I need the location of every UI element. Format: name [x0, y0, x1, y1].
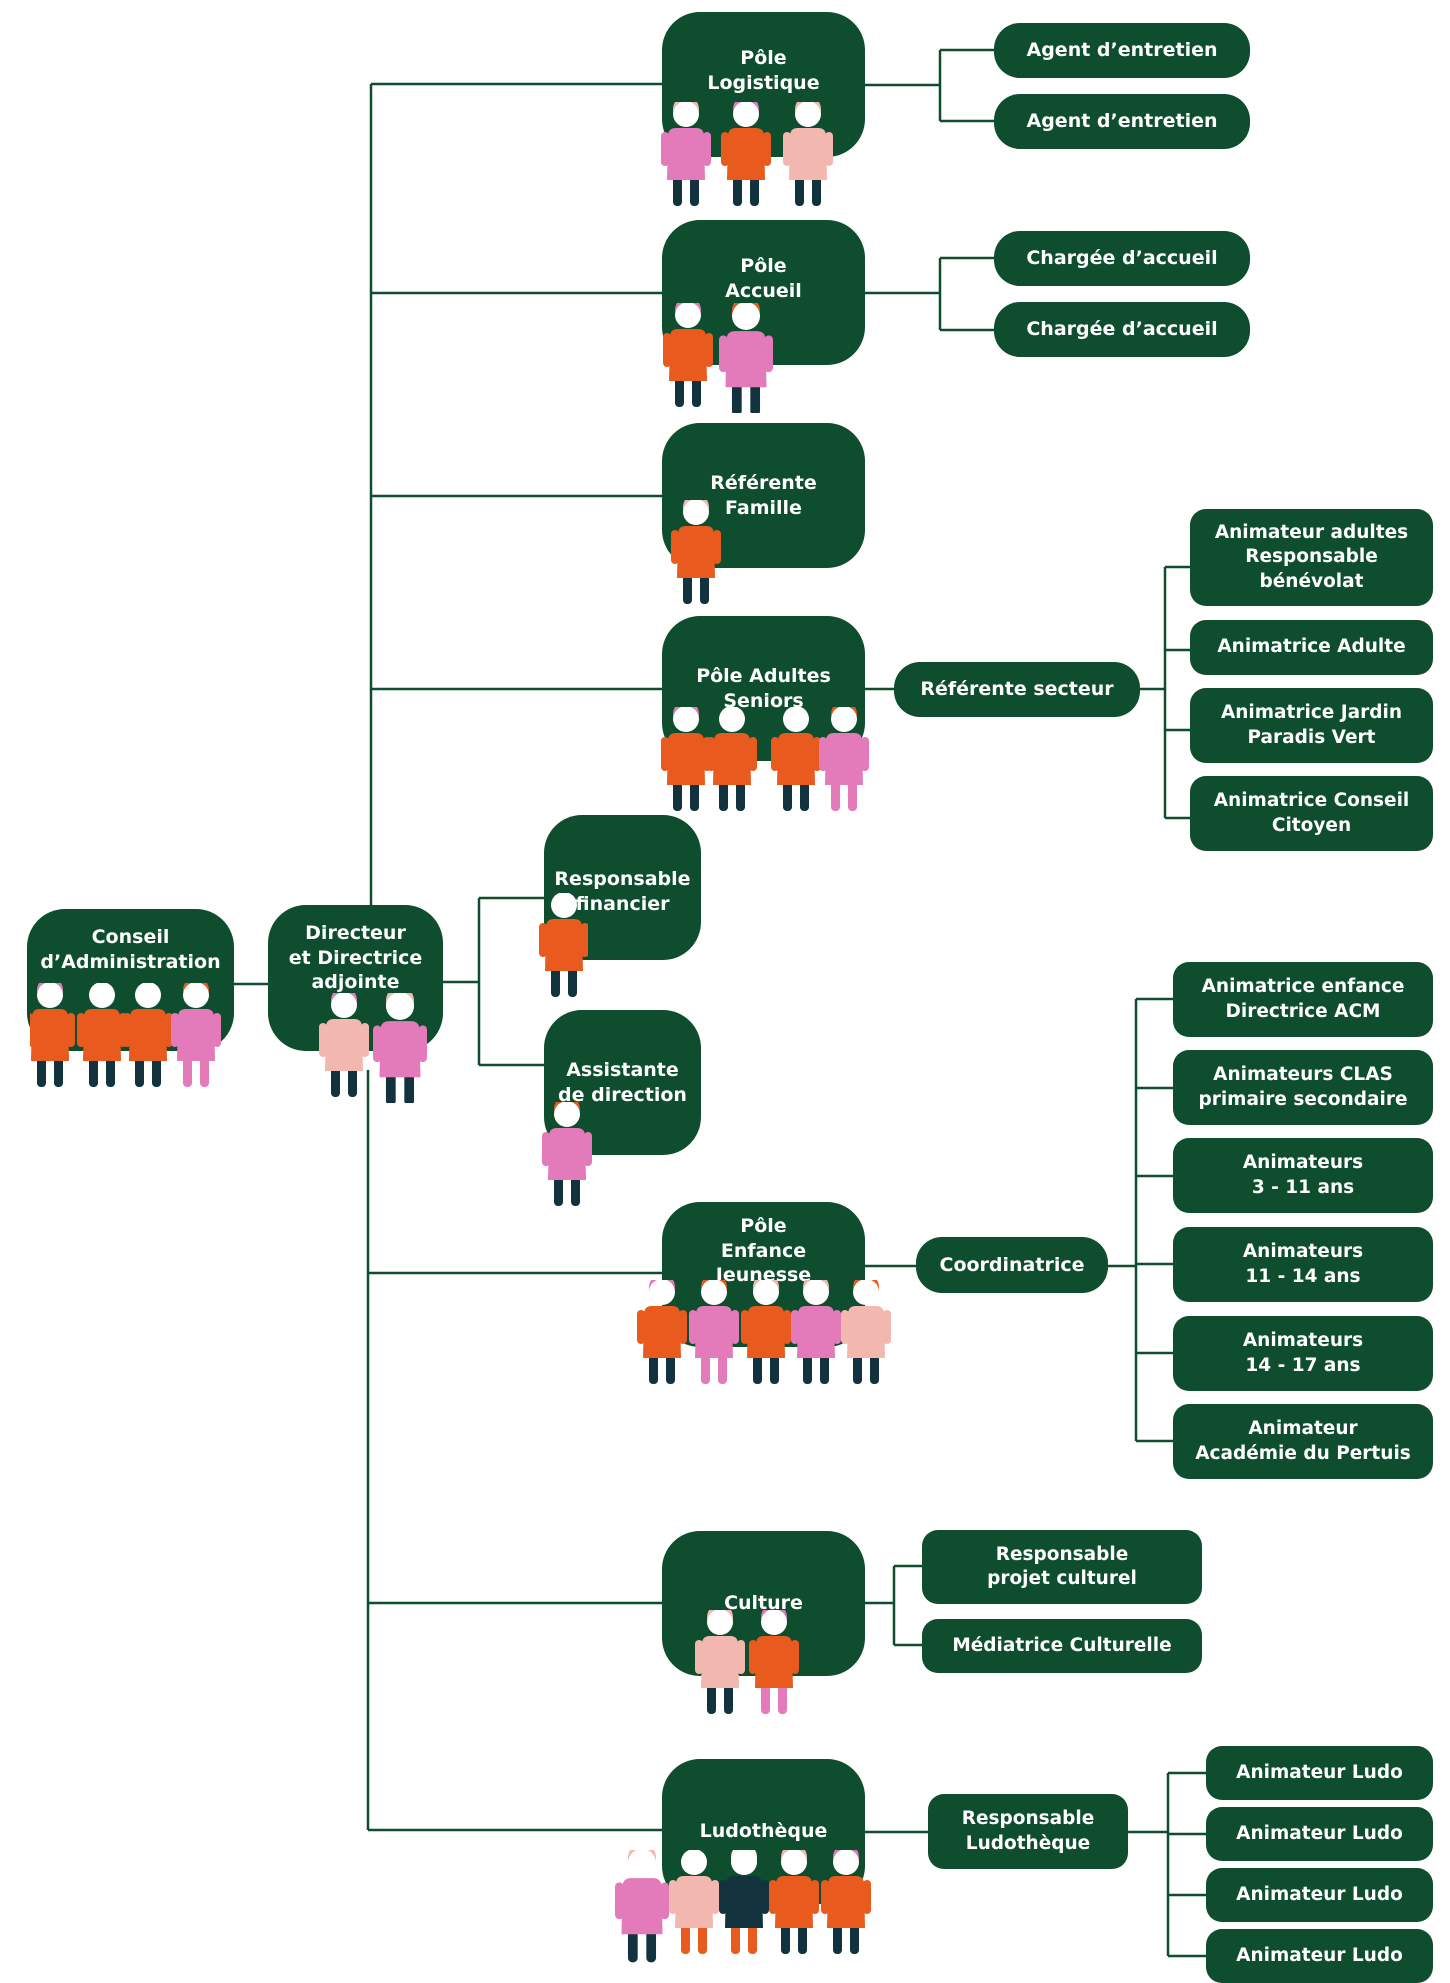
people-illustration-adultes	[661, 707, 869, 811]
person-figure	[171, 983, 221, 1087]
person-figure	[719, 1850, 769, 1954]
node-referente-secteur: Référente secteur	[894, 662, 1140, 717]
node-adultes-item-2: Animatrice Adulte	[1190, 620, 1433, 675]
person-figure	[821, 1850, 871, 1954]
person-figure	[319, 993, 369, 1097]
person-figure	[771, 707, 821, 811]
people-illustration-conseil	[30, 983, 221, 1087]
person-figure	[671, 500, 721, 604]
person-figure	[615, 1850, 669, 1963]
person-figure	[791, 1280, 841, 1384]
people-illustration-assistante	[542, 1102, 592, 1206]
people-illustration-referente-famille	[671, 500, 721, 604]
node-coordinatrice: Coordinatrice	[916, 1237, 1108, 1293]
people-illustration-culture	[695, 1610, 799, 1714]
person-figure	[663, 303, 713, 407]
node-chargee-accueil-1: Chargée d’accueil	[994, 231, 1250, 286]
person-figure	[539, 893, 588, 997]
node-adultes-item-1: Animateur adultes Responsable bénévolat	[1190, 509, 1433, 606]
node-ludo-item-2: Animateur Ludo	[1206, 1807, 1433, 1861]
node-enfance-item-3: Animateurs 3 - 11 ans	[1173, 1138, 1433, 1213]
node-responsable-financier: Responsable financier	[544, 815, 701, 960]
node-agent-entretien-2: Agent d’entretien	[994, 94, 1250, 149]
person-figure	[841, 1280, 891, 1384]
person-figure	[741, 1280, 791, 1384]
people-illustration-direction	[319, 993, 427, 1103]
person-figure	[637, 1280, 687, 1384]
node-culture-item-1: Responsable projet culturel	[922, 1530, 1202, 1604]
node-enfance-item-5: Animateurs 14 - 17 ans	[1173, 1316, 1433, 1391]
person-figure	[819, 707, 869, 811]
people-illustration-financier	[539, 893, 588, 997]
person-figure	[721, 102, 771, 206]
person-figure	[783, 102, 833, 206]
node-culture-item-2: Médiatrice Culturelle	[922, 1619, 1202, 1673]
node-ludo-item-3: Animateur Ludo	[1206, 1868, 1433, 1922]
node-ludo-item-1: Animateur Ludo	[1206, 1746, 1433, 1800]
node-adultes-item-3: Animatrice Jardin Paradis Vert	[1190, 688, 1433, 763]
person-figure	[77, 983, 127, 1087]
node-agent-entretien-1: Agent d’entretien	[994, 23, 1250, 78]
people-illustration-logistique	[661, 102, 833, 206]
node-responsable-ludotheque: Responsable Ludothèque	[928, 1794, 1128, 1869]
node-enfance-item-1: Animatrice enfance Directrice ACM	[1173, 962, 1433, 1037]
node-chargee-accueil-2: Chargée d’accueil	[994, 302, 1250, 357]
person-figure	[669, 1850, 719, 1954]
person-figure	[719, 303, 773, 413]
person-figure	[30, 983, 75, 1087]
person-figure	[695, 1610, 745, 1714]
people-illustration-accueil	[663, 303, 773, 413]
people-illustration-enfance	[637, 1280, 891, 1384]
person-figure	[123, 983, 173, 1087]
node-enfance-item-4: Animateurs 11 - 14 ans	[1173, 1227, 1433, 1302]
node-ludo-item-4: Animateur Ludo	[1206, 1929, 1433, 1983]
person-figure	[689, 1280, 739, 1384]
person-figure	[749, 1610, 799, 1714]
node-enfance-item-6: Animateur Académie du Pertuis	[1173, 1404, 1433, 1479]
person-figure	[661, 102, 711, 206]
person-figure	[542, 1102, 592, 1206]
person-figure	[769, 1850, 819, 1954]
node-enfance-item-2: Animateurs CLAS primaire secondaire	[1173, 1050, 1433, 1125]
person-figure	[661, 707, 711, 811]
people-illustration-ludotheque	[615, 1850, 871, 1963]
person-figure	[373, 993, 427, 1103]
node-adultes-item-4: Animatrice Conseil Citoyen	[1190, 776, 1433, 851]
person-figure	[707, 707, 757, 811]
